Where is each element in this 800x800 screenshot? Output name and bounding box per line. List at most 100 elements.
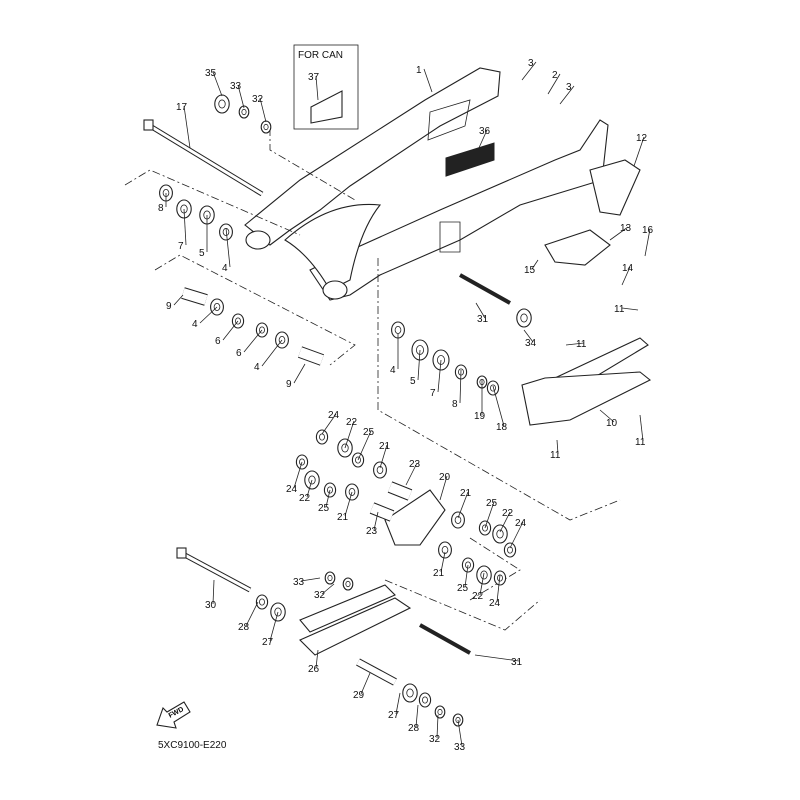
callout-leader — [245, 601, 259, 627]
callout-part-30: 30 — [205, 600, 217, 611]
callout-leader — [183, 105, 191, 149]
callout-part-7: 7 — [178, 241, 184, 252]
bearing-ring — [451, 511, 465, 529]
callout-leader — [315, 649, 319, 669]
bearing-ring — [516, 308, 532, 328]
callout-leader — [212, 71, 223, 97]
ring-bore — [490, 384, 496, 392]
callout-leader — [521, 61, 537, 81]
bearing-ring — [503, 542, 517, 558]
callout-leader — [357, 430, 372, 461]
callout-leader — [556, 439, 559, 455]
ring-bore — [496, 529, 504, 539]
ring-bore — [520, 313, 528, 323]
ring-bore — [497, 574, 503, 582]
callout-leader — [621, 307, 639, 311]
bearing-ring — [214, 94, 230, 114]
callout-part-4: 4 — [222, 263, 228, 274]
callout-part-32: 32 — [314, 590, 326, 601]
callout-part-23: 23 — [409, 459, 421, 470]
callout-part-18: 18 — [496, 422, 508, 433]
ring-bore — [376, 465, 384, 474]
callout-part-5: 5 — [410, 376, 416, 387]
callout-part-28: 28 — [238, 622, 250, 633]
callout-part-3: 3 — [528, 58, 534, 69]
chain-guide-12 — [589, 159, 641, 216]
bearing-ring — [260, 120, 272, 134]
ring-bore — [480, 570, 488, 580]
ring-bore — [218, 99, 226, 109]
callout-leader — [621, 266, 631, 286]
callout-leader — [269, 611, 279, 642]
callout-leader — [439, 475, 448, 501]
callout-part-35: 35 — [205, 68, 217, 79]
callout-leader — [457, 491, 469, 519]
bearing-ring — [492, 524, 508, 544]
callout-part-22: 22 — [502, 508, 514, 519]
callout-leader — [344, 420, 355, 449]
callout-leader — [633, 136, 645, 167]
callout-leader — [464, 564, 469, 588]
callout-part-16: 16 — [642, 225, 654, 236]
ring-bore — [259, 598, 265, 606]
callout-part-24: 24 — [489, 598, 501, 609]
callout-part-11: 11 — [614, 304, 625, 315]
callout-part-24: 24 — [515, 518, 527, 529]
callout-leader — [423, 68, 433, 93]
callout-leader — [293, 461, 303, 489]
callout-part-31: 31 — [477, 314, 489, 325]
callout-leader — [321, 413, 337, 435]
callout-leader — [321, 583, 335, 595]
label-decal-37 — [310, 90, 343, 124]
bearing-ring — [373, 461, 387, 479]
callout-part-6: 6 — [215, 336, 221, 347]
callout-part-3: 3 — [566, 82, 572, 93]
callout-part-21: 21 — [379, 441, 391, 452]
callout-part-11: 11 — [576, 339, 587, 350]
callout-leader — [415, 704, 419, 728]
callout-part-33: 33 — [454, 742, 466, 753]
warning-label-36 — [445, 142, 495, 177]
callout-leader — [644, 228, 651, 257]
callout-part-32: 32 — [252, 94, 264, 105]
callout-leader — [373, 511, 379, 531]
callout-part-33: 33 — [293, 577, 305, 588]
ring-bore — [278, 335, 286, 344]
relay-arm-26 — [299, 597, 412, 656]
bearing-ring — [434, 705, 446, 719]
ring-bore — [482, 524, 488, 532]
ring-bore — [422, 696, 428, 704]
ring-bore — [348, 487, 356, 496]
callout-leader — [523, 329, 534, 343]
callout-part-13: 13 — [620, 223, 632, 234]
ring-bore — [327, 486, 333, 494]
bearing-ring — [315, 429, 329, 445]
callout-leader — [306, 479, 313, 498]
callout-part-25: 25 — [318, 503, 330, 514]
callout-part-1: 1 — [416, 65, 422, 76]
bearing-ring — [238, 105, 250, 119]
callout-leader — [325, 489, 331, 508]
bearing-ring — [342, 577, 354, 591]
ring-bore — [241, 108, 247, 116]
callout-leader — [344, 491, 353, 517]
callout-leader — [379, 444, 388, 469]
callout-leader — [436, 714, 439, 739]
ring-bore — [355, 456, 361, 464]
ring-bore — [341, 443, 349, 453]
callout-part-21: 21 — [460, 488, 472, 499]
fwd-arrow-icon: FWD — [156, 701, 191, 729]
callout-leader — [499, 511, 511, 533]
callout-leader — [405, 462, 418, 486]
bearing-ring — [219, 223, 233, 241]
callout-part-21: 21 — [337, 512, 349, 523]
ring-bore — [274, 607, 282, 617]
ring-bore — [406, 688, 414, 698]
callout-part-15: 15 — [524, 265, 536, 276]
callout-part-4: 4 — [192, 319, 198, 330]
for-can-box: FOR CAN — [293, 44, 359, 130]
callout-leader — [183, 208, 187, 246]
callout-leader — [173, 294, 184, 306]
callout-leader — [225, 227, 231, 268]
swingarm — [244, 67, 652, 426]
